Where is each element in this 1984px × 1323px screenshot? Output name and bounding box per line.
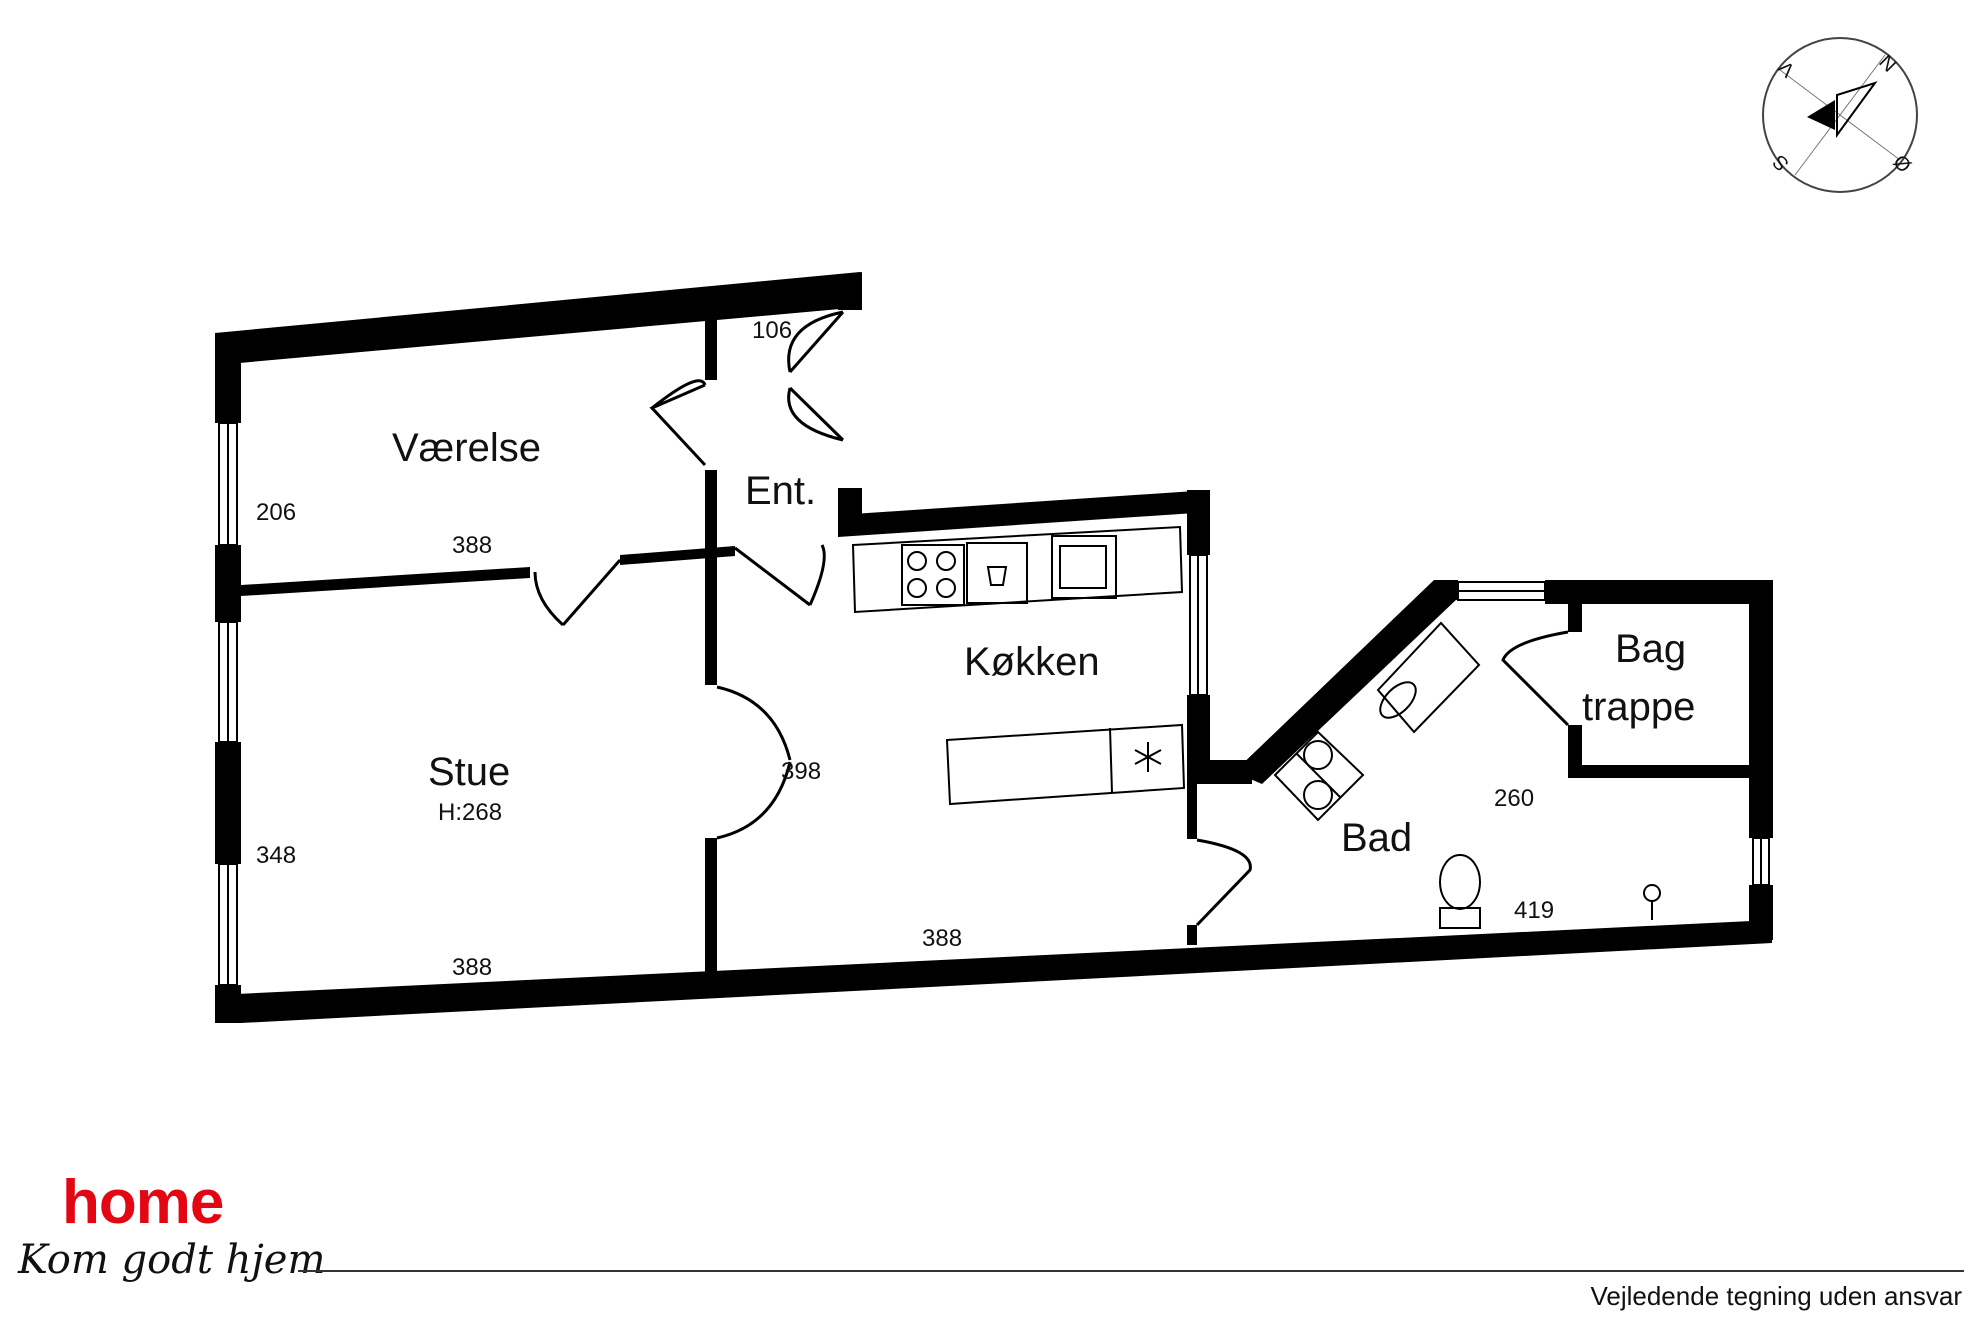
doors bbox=[533, 310, 1570, 927]
dimension-bad-depth: 260 bbox=[1494, 785, 1534, 812]
compass: N Ø S V bbox=[1762, 37, 1918, 193]
room-label-vaerelse: Værelse bbox=[392, 426, 541, 470]
dimension-labels: 106 206 388 348 388 398 388 260 419 bbox=[256, 317, 1554, 981]
kitchen-fixtures bbox=[851, 525, 1186, 806]
walls bbox=[215, 272, 1773, 1023]
snowflake-icon bbox=[1134, 742, 1162, 772]
dimension-stue-depth: 348 bbox=[256, 842, 296, 869]
compass-circle bbox=[1762, 37, 1918, 193]
room-labels: Værelse Ent. Køkken Stue H:268 Bad Bag t… bbox=[392, 426, 1695, 860]
room-label-bagtrappe-line2: trappe bbox=[1582, 685, 1695, 729]
dimension-vaerelse-depth: 206 bbox=[256, 499, 296, 526]
compass-needle-icon bbox=[1807, 100, 1835, 130]
room-height-stue: H:268 bbox=[438, 799, 502, 826]
dimension-bad-width: 419 bbox=[1514, 897, 1554, 924]
dimension-stue-width: 388 bbox=[452, 954, 492, 981]
compass-west: V bbox=[1774, 56, 1799, 81]
room-label-bad: Bad bbox=[1341, 816, 1412, 860]
room-label-kokken: Køkken bbox=[964, 640, 1100, 684]
room-label-stue: Stue bbox=[428, 750, 510, 794]
room-label-bagtrappe-line1: Bag bbox=[1615, 627, 1686, 671]
north-arrow-icon bbox=[1836, 81, 1878, 139]
dimension-entre-width: 106 bbox=[752, 317, 792, 344]
brand-logo: home bbox=[62, 1168, 224, 1237]
dimension-kokken-width: 388 bbox=[922, 925, 962, 952]
footer-divider bbox=[298, 1270, 1964, 1272]
dimension-vaerelse-width: 388 bbox=[452, 532, 492, 559]
windows bbox=[218, 422, 1770, 986]
footer-disclaimer: Vejledende tegning uden ansvar bbox=[1590, 1281, 1962, 1311]
brand-slogan: Kom godt hjem bbox=[18, 1237, 326, 1283]
compass-north: N bbox=[1874, 51, 1900, 77]
bath-fixtures bbox=[1273, 621, 1661, 929]
compass-east: Ø bbox=[1888, 151, 1915, 178]
dimension-kokken-depth: 398 bbox=[781, 758, 821, 785]
room-label-entre: Ent. bbox=[745, 469, 816, 513]
compass-south: S bbox=[1769, 150, 1794, 175]
